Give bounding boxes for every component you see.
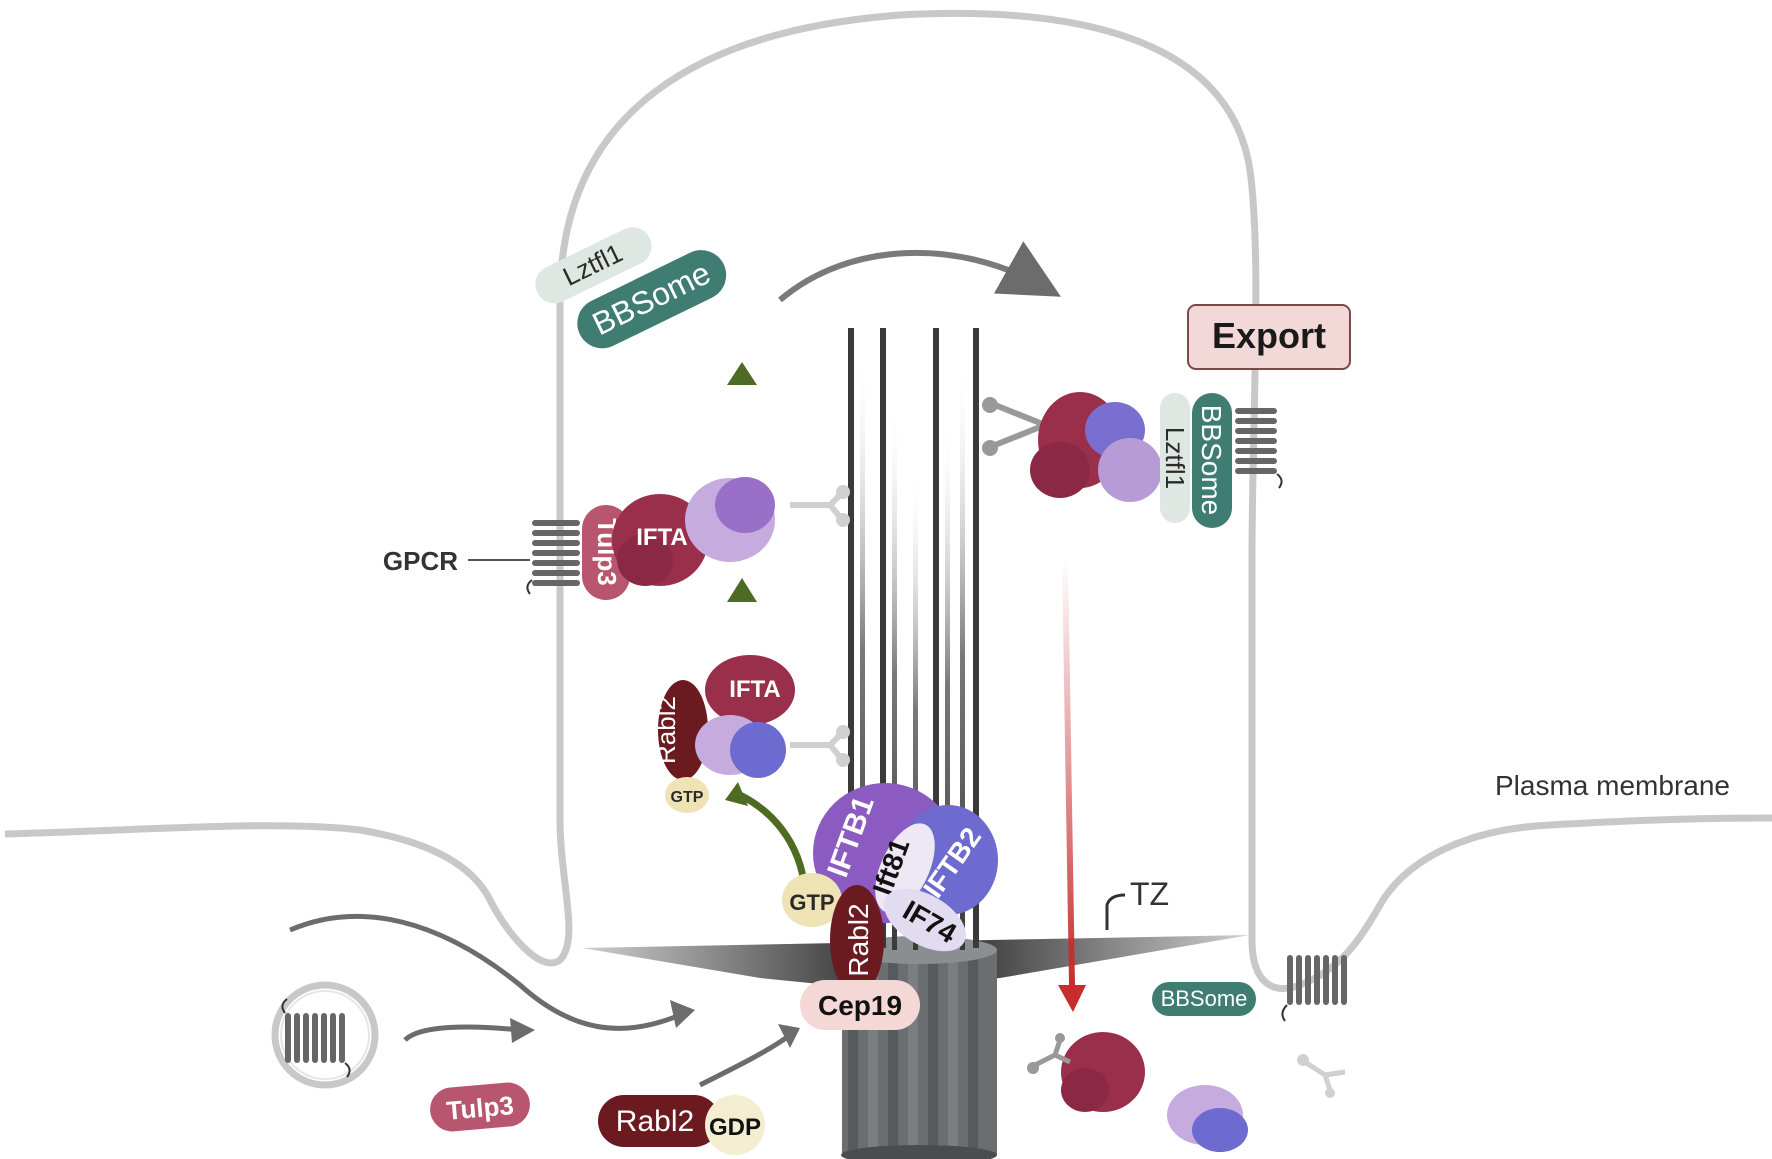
iftb-complex: IFTB1 IFTB2 Ift81 IF74 GTP Rabl2 Cep19 xyxy=(782,783,998,1030)
gtp-upper-label: GTP xyxy=(671,789,704,806)
gdp-circle xyxy=(705,1095,765,1155)
tulp3-bottom-label: Tulp3 xyxy=(445,1090,515,1126)
export-box xyxy=(1187,304,1351,370)
bbsome-bottom xyxy=(1152,982,1256,1016)
ifta-upper-label: IFTA xyxy=(636,524,688,551)
entry-arrow-vesicle xyxy=(289,913,681,1031)
dynein-free-right xyxy=(1297,1054,1346,1098)
rabl2-lower-label: Rabl2 xyxy=(843,903,874,976)
tz-label: TZ xyxy=(1130,876,1169,912)
middle-ift-train: Rabl2 GTP IFTA xyxy=(651,655,850,813)
bbsome-bottom-label: BBSome xyxy=(1161,986,1248,1011)
ifta-lower-label: IFTA xyxy=(729,676,781,703)
bbsome-export-label: BBSome xyxy=(1196,405,1227,516)
vesicle xyxy=(271,981,379,1089)
rabl2-gdp-label: Rabl2 xyxy=(616,1105,694,1138)
green-arrow-bottom xyxy=(738,791,809,891)
entry-arrow-gpcr xyxy=(403,1024,521,1042)
ciliary-membrane xyxy=(4,9,1772,992)
membrane-gpcr-icon xyxy=(1281,955,1347,1022)
rabl2-gdp-pill xyxy=(598,1095,720,1147)
retrograde-arrow xyxy=(1062,559,1075,986)
gdp-label: GDP xyxy=(709,1114,761,1141)
cep19-label: Cep19 xyxy=(818,990,902,1021)
tz-pointer xyxy=(1105,893,1126,930)
anterograde-turn-arrow xyxy=(778,241,1061,303)
gtp-lower-label: GTP xyxy=(789,890,834,915)
export-label: Export xyxy=(1212,315,1326,356)
axoneme xyxy=(848,328,979,950)
vesicle-gpcr-icon xyxy=(281,998,351,1078)
rabl2-upper-label: Rabl2 xyxy=(651,696,681,764)
entry-arrow-rabl2 xyxy=(698,1032,792,1088)
upper-ift-train: Tulp3 IFTA GPCR xyxy=(383,477,850,600)
tulp3-bottom xyxy=(430,1082,530,1132)
lztfl1-export-label: Lztfl1 xyxy=(1160,427,1190,489)
dynein-free-left xyxy=(1027,1033,1072,1074)
iftb-free-bottom xyxy=(1167,1085,1248,1152)
ifta-free-bottom xyxy=(1061,1032,1145,1112)
export-complex: Lztfl1 BBSome xyxy=(982,392,1283,528)
gpcr-label: GPCR xyxy=(383,546,458,576)
plasma-membrane-label: Plasma membrane xyxy=(1495,770,1730,801)
